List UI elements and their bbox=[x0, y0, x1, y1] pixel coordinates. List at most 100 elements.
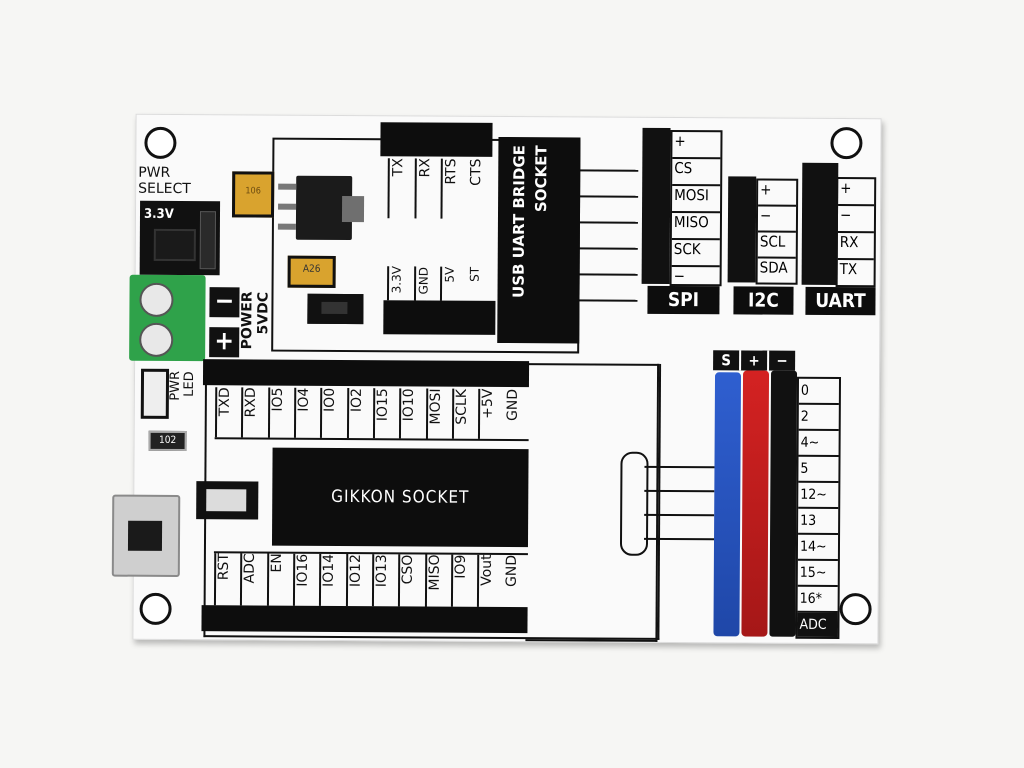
gikkon-trace-3 bbox=[644, 513, 715, 517]
usb-bridge-socket: USB UART BRIDGE SOCKET bbox=[497, 136, 581, 344]
uart-pin-3: RX bbox=[837, 233, 874, 261]
gikkon-top-pin: IO15 bbox=[372, 388, 400, 439]
usb-pin-rx: RX bbox=[414, 158, 442, 219]
gpio-pin: 0 bbox=[798, 378, 840, 406]
gikkon-bottom-pin: ADC bbox=[239, 553, 267, 606]
gpio-labels: 0 2 4~ 5 12~ 13 14~ 15~ 16* ADC bbox=[795, 376, 842, 640]
gpio-s-label: S bbox=[713, 350, 742, 371]
i2c-pin-2: − bbox=[757, 206, 797, 233]
gpio-blue-column[interactable] bbox=[713, 372, 742, 637]
gikkon-top-pin: RXD bbox=[240, 387, 268, 438]
uart-title-bar: UART bbox=[805, 286, 876, 316]
tantalum-cap-1: 106 bbox=[231, 171, 275, 218]
gikkon-bottom-pin: Vout bbox=[476, 554, 504, 607]
spi-header[interactable] bbox=[641, 127, 671, 284]
usb-pin-5v: 5V bbox=[440, 266, 468, 301]
uart-header[interactable] bbox=[801, 162, 839, 286]
gikkon-top-pin: IO2 bbox=[346, 388, 373, 439]
gikkon-trace-2 bbox=[644, 489, 715, 493]
gikkon-bottom-pin: RST bbox=[213, 553, 241, 606]
gikkon-bottom-pin: IO9 bbox=[450, 554, 478, 607]
gikkon-bottom-pin: GND bbox=[503, 554, 520, 588]
gpio-pin: 16* bbox=[797, 586, 838, 614]
i2c-title-bar: I2C bbox=[733, 286, 794, 315]
resistor-102-label: 102 bbox=[158, 434, 177, 446]
gikkon-bottom-pin: IO12 bbox=[345, 554, 372, 607]
usb-pin-st: ST bbox=[467, 266, 482, 282]
gikkon-bottom-pin: IO13 bbox=[371, 554, 399, 607]
gpio-pin: 2 bbox=[798, 404, 839, 432]
gpio-pin: 12~ bbox=[798, 482, 839, 510]
usb-trace-1 bbox=[576, 169, 639, 172]
gpio-pin: 5 bbox=[798, 456, 839, 484]
gikkon-top-pin: +5V bbox=[477, 388, 505, 439]
gikkon-top-pin: SCLK bbox=[451, 388, 479, 439]
uart-pin-2: − bbox=[837, 206, 875, 234]
jumper-pin bbox=[199, 211, 217, 270]
cap-a26-label: A26 bbox=[302, 263, 321, 275]
resistor-102: 102 bbox=[148, 430, 187, 452]
gikkon-top-pin: IO10 bbox=[398, 388, 426, 439]
screw-2[interactable] bbox=[139, 322, 174, 357]
mounting-hole-br bbox=[839, 593, 872, 626]
usb-pin-3v3: 3.3V bbox=[387, 266, 415, 301]
gikkon-socket-body: GIKKON SOCKET bbox=[271, 447, 529, 548]
jumper-cap[interactable] bbox=[153, 228, 196, 262]
spi-title-bar: SPI bbox=[647, 285, 720, 315]
terminal-plus: + bbox=[209, 326, 240, 358]
gikkon-bottom-pin: IO14 bbox=[318, 553, 346, 607]
terminal-minus: − bbox=[209, 286, 240, 318]
gikkon-top-pin: IO4 bbox=[293, 387, 321, 438]
tantalum-cap-a26: A26 bbox=[287, 255, 336, 288]
i2c-pin-3: SCL bbox=[757, 232, 796, 259]
gpio-black-column[interactable] bbox=[769, 370, 798, 637]
gikkon-bottom-pin: IO16 bbox=[292, 553, 320, 606]
uart-label-box: + − RX TX bbox=[835, 177, 877, 288]
spi-label-box: + CS MOSI MISO SCK − bbox=[669, 129, 723, 287]
usb-trace-4 bbox=[575, 247, 638, 250]
spi-pin-1: + bbox=[672, 132, 721, 160]
mounting-hole-tl bbox=[144, 126, 177, 159]
cap-label: 106 bbox=[245, 186, 261, 197]
usb-bridge-bottom-pins: 3.3V GND 5V ST bbox=[387, 266, 491, 301]
usb-trace-5 bbox=[575, 273, 638, 276]
i2c-label-box: + − SCL SDA bbox=[755, 178, 799, 285]
i2c-pin-4: SDA bbox=[759, 258, 788, 277]
gpio-pin: 15~ bbox=[797, 560, 838, 588]
usb-pin-tx: TX bbox=[387, 158, 415, 219]
gikkon-bottom-pin: EN bbox=[266, 553, 293, 606]
gpio-red-column[interactable] bbox=[741, 370, 770, 637]
mounting-hole-bl bbox=[139, 592, 172, 625]
gpio-pin: 4~ bbox=[798, 430, 839, 458]
i2c-title: I2C bbox=[748, 289, 779, 312]
gpio-pin: 13 bbox=[798, 508, 839, 536]
gikkon-title: GIKKON SOCKET bbox=[331, 486, 470, 508]
gikkon-trace-1 bbox=[644, 465, 715, 469]
micro-usb-port[interactable] bbox=[111, 494, 181, 578]
i2c-header[interactable] bbox=[727, 176, 757, 283]
usb-trace-6 bbox=[575, 299, 638, 302]
gikkon-bottom-pin: MISO bbox=[424, 554, 451, 607]
mounting-hole-tr bbox=[830, 126, 863, 160]
spi-pin-2: CS bbox=[672, 159, 721, 187]
gikkon-top-pin: IO5 bbox=[267, 387, 294, 438]
regulator-leg-1 bbox=[278, 183, 297, 190]
usb-bridge-top-header bbox=[380, 122, 493, 157]
screw-terminal[interactable] bbox=[129, 274, 206, 362]
gikkon-top-pin: IO0 bbox=[319, 387, 347, 439]
gpio-header-labels: S + − bbox=[713, 350, 796, 371]
regulator-tab bbox=[341, 195, 365, 223]
gikkon-top-header bbox=[202, 359, 530, 388]
usb-pin-cts: CTS bbox=[467, 158, 484, 187]
crystal bbox=[196, 481, 259, 520]
gpio-pin: 14~ bbox=[797, 534, 839, 562]
pwr-led-label: PWR LED bbox=[167, 370, 198, 401]
usb-trace-3 bbox=[575, 221, 638, 224]
pwr-select-header[interactable]: 3.3V bbox=[139, 200, 221, 276]
spi-title: SPI bbox=[667, 288, 700, 312]
usb-bridge-title: USB UART BRIDGE SOCKET bbox=[509, 145, 551, 298]
spi-pin-4: MISO bbox=[671, 213, 721, 241]
screw-1[interactable] bbox=[139, 282, 174, 317]
gikkon-trace-4 bbox=[644, 537, 715, 541]
usb-bridge-bottom-header bbox=[383, 300, 496, 335]
